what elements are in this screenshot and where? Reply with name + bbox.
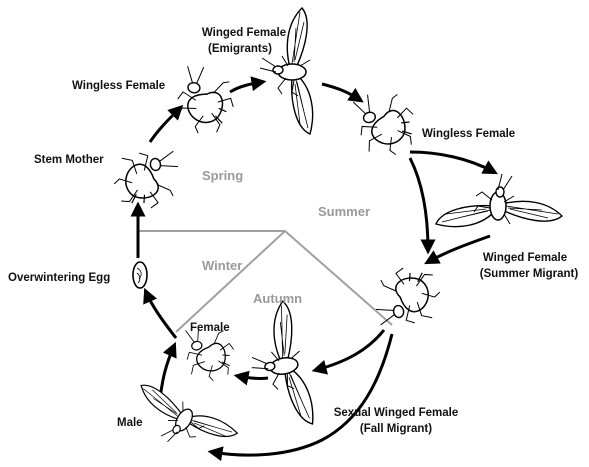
arrow-wingless-to-winged-emigrant xyxy=(230,82,262,92)
label-stem-mother: Stem Mother xyxy=(34,154,104,166)
label-wingless-female-right: Wingless Female xyxy=(422,128,515,140)
label-summer-migrant-1: Winged Female xyxy=(483,252,567,264)
label-sexual-winged-female-2: (Fall Migrant) xyxy=(360,423,432,435)
arrow-female-to-egg xyxy=(146,292,176,338)
label-summer-migrant-2: (Summer Migrant) xyxy=(480,268,579,280)
season-autumn: Autumn xyxy=(253,291,302,306)
arrow-stem-mother-to-wingless xyxy=(150,108,180,142)
arrow-wingless-to-summer-migrant xyxy=(410,152,494,172)
fall-migrant-aphid-icon xyxy=(241,299,315,432)
season-winter: Winter xyxy=(202,258,242,273)
late-summer-aphid-icon xyxy=(370,263,445,330)
label-wingless-female-top: Wingless Female xyxy=(72,80,165,92)
arrow-wingless-down xyxy=(410,158,428,250)
season-dividers xyxy=(138,231,392,332)
arrow-migrant-back xyxy=(428,236,490,262)
arrow-emigrant-to-wingless-right xyxy=(322,84,360,100)
overwintering-egg-icon xyxy=(133,262,147,288)
label-overwintering-egg: Overwintering Egg xyxy=(8,272,110,284)
label-female: Female xyxy=(190,322,230,334)
stem-mother-aphid-icon xyxy=(110,147,185,214)
arrow-to-fall-migrant xyxy=(316,330,384,370)
arrow-fall-migrant-to-female xyxy=(238,376,268,378)
summer-migrant-aphid-icon xyxy=(436,174,562,227)
arrow-male-to-female xyxy=(160,346,174,400)
season-summer: Summer xyxy=(318,204,370,219)
season-spring: Spring xyxy=(202,168,243,183)
label-winged-female-emigrants-1: Winged Female xyxy=(202,27,286,39)
label-sexual-winged-female-1: Sexual Winged Female xyxy=(334,407,459,419)
wingless-female-aphid-icon xyxy=(173,64,240,139)
label-winged-female-emigrants-2: (Emigrants) xyxy=(208,43,272,55)
label-male: Male xyxy=(117,417,143,429)
